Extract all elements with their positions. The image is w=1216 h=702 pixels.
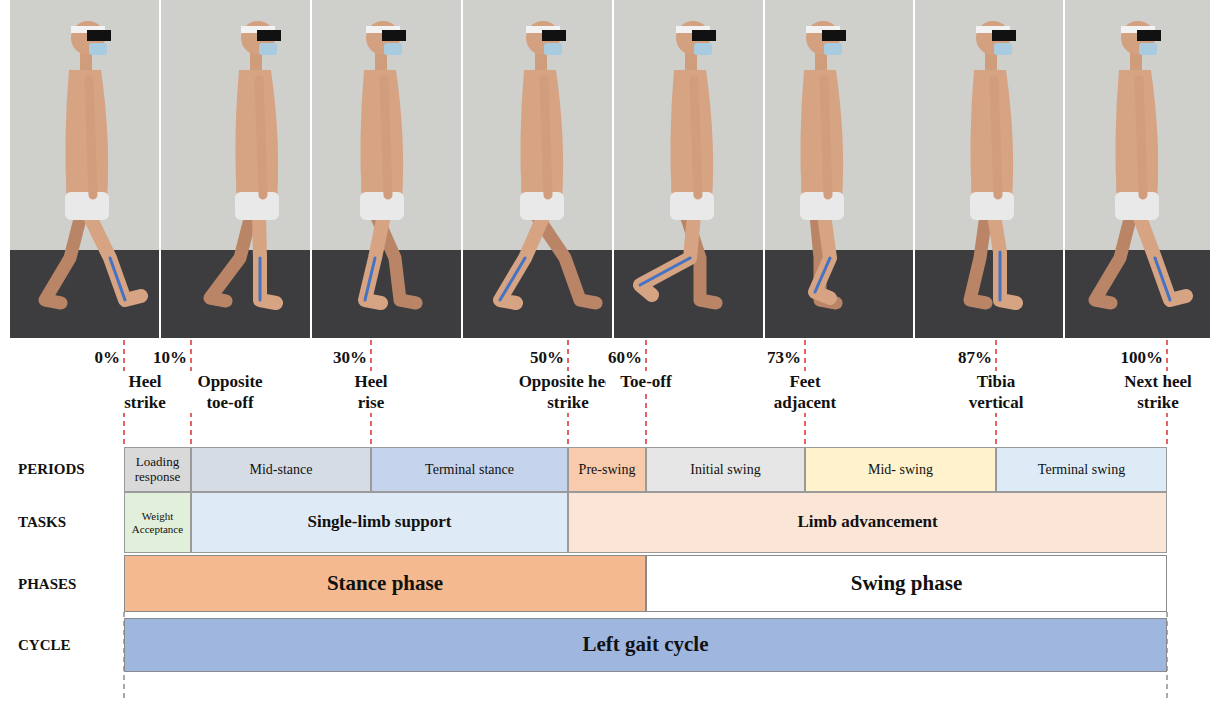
percent-label: 100% <box>1121 347 1164 369</box>
task-box: Limb advancement <box>568 492 1167 553</box>
percent-label: 10% <box>153 347 187 369</box>
box-text: Mid- swing <box>868 462 933 477</box>
percent-label: 50% <box>530 347 564 369</box>
tibia-line <box>110 252 1170 300</box>
row-label: PERIODS <box>18 458 85 480</box>
period-box: Mid- swing <box>805 447 996 492</box>
box-text: Terminal swing <box>1038 462 1125 477</box>
phase-box: Stance phase <box>124 555 646 612</box>
box-text: Terminal stance <box>425 462 514 477</box>
percent-label: 0% <box>95 347 121 369</box>
event-label: Heel rise <box>341 371 401 413</box>
task-box: Weight Acceptance <box>124 492 191 553</box>
row-label: PHASES <box>18 573 76 595</box>
event-label: Heel strike <box>110 371 180 413</box>
box-text: Limb advancement <box>797 513 937 532</box>
period-box: Loading response <box>124 447 191 492</box>
period-box: Terminal swing <box>996 447 1167 492</box>
phase-box: Swing phase <box>646 555 1167 612</box>
event-label: Toe-off <box>606 371 686 392</box>
box-text: Swing phase <box>851 572 962 595</box>
row-label: CYCLE <box>18 634 71 656</box>
task-box: Single-limb support <box>191 492 568 553</box>
period-box: Initial swing <box>646 447 805 492</box>
floor <box>10 250 1210 338</box>
percent-label: 60% <box>608 347 642 369</box>
wall <box>10 0 1210 250</box>
box-text: Stance phase <box>327 572 443 595</box>
box-text: Weight Acceptance <box>128 510 187 534</box>
period-box: Pre-swing <box>568 447 646 492</box>
frame-separators <box>160 0 1064 338</box>
event-label: Next heel strike <box>1108 371 1208 413</box>
box-text: Left gait cycle <box>583 633 709 656</box>
box-text: Initial swing <box>690 462 760 477</box>
period-box: Terminal stance <box>371 447 568 492</box>
event-label: Opposite toe-off <box>185 371 275 413</box>
percent-label: 30% <box>333 347 367 369</box>
period-box: Mid-stance <box>191 447 371 492</box>
box-text: Loading response <box>128 455 187 484</box>
percent-label: 87% <box>958 347 992 369</box>
event-label: Tibia vertical <box>956 371 1036 413</box>
box-text: Mid-stance <box>250 462 313 477</box>
walker-legs <box>45 215 1186 303</box>
cycle-bound-line <box>124 612 1167 700</box>
event-marker-line <box>124 340 1167 447</box>
cycle-box: Left gait cycle <box>124 618 1167 672</box>
box-text: Pre-swing <box>579 462 636 477</box>
box-text: Single-limb support <box>307 513 451 532</box>
percent-label: 73% <box>767 347 801 369</box>
row-label: TASKS <box>18 511 66 533</box>
event-label: Feet adjacent <box>760 371 850 413</box>
